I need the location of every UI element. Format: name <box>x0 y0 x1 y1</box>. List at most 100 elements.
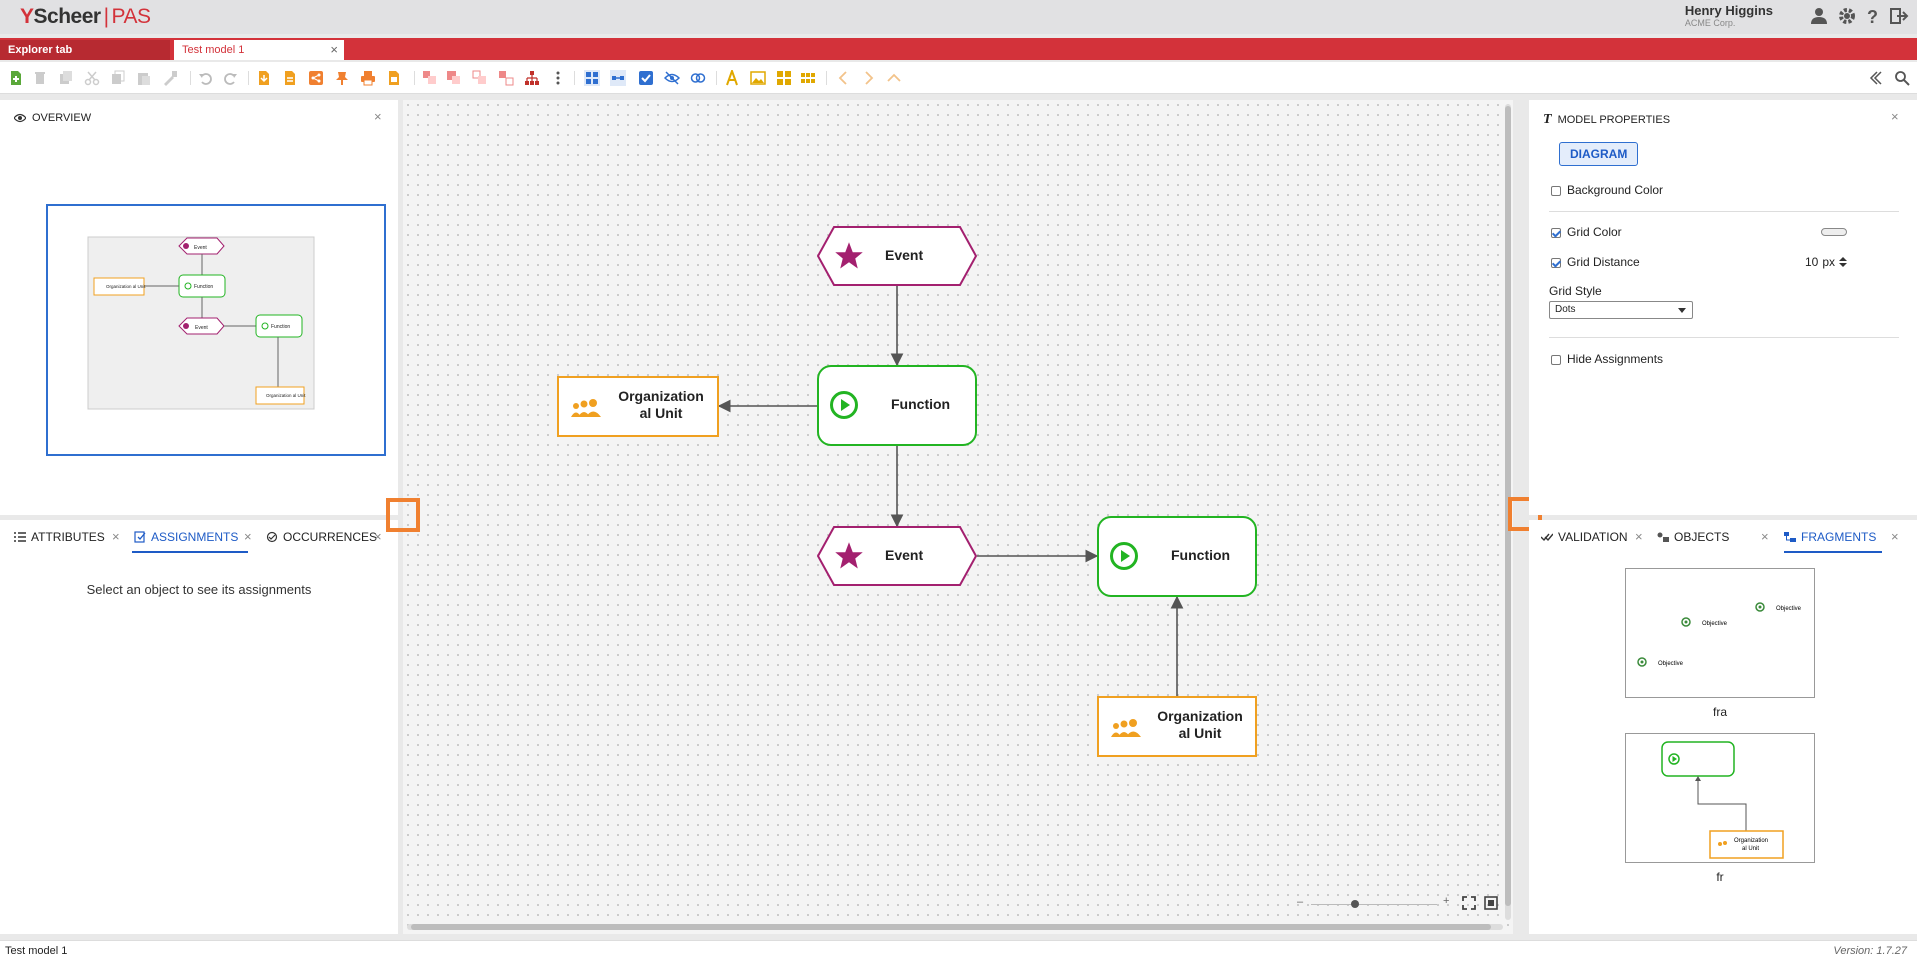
align-center-icon[interactable] <box>472 70 488 86</box>
tab-occurrences[interactable]: OCCURRENCES <box>266 530 377 544</box>
tab-objects[interactable]: OBJECTS <box>1657 530 1729 544</box>
duplicate-icon[interactable] <box>58 70 74 86</box>
play-circle-icon <box>1110 542 1138 570</box>
event-label: Event <box>885 547 924 563</box>
occurrences-icon <box>266 531 278 543</box>
zoom-track[interactable] <box>1311 904 1437 905</box>
copy-icon[interactable] <box>110 70 126 86</box>
arrow-up-icon[interactable] <box>886 70 902 86</box>
model-properties-close-icon[interactable]: × <box>1891 109 1899 124</box>
people-group-icon <box>1111 719 1141 737</box>
logout-icon[interactable] <box>1889 6 1909 26</box>
connector-icon[interactable] <box>610 70 626 86</box>
function-node-2[interactable]: Function <box>1097 516 1257 597</box>
user-info[interactable]: Henry Higgins ACME Corp. <box>1685 3 1773 28</box>
grid-distance-row[interactable]: Grid Distance <box>1551 255 1640 269</box>
link-icon[interactable] <box>690 70 706 86</box>
occurrences-close-icon[interactable]: × <box>374 529 382 544</box>
event-node-2[interactable]: Event <box>817 526 977 586</box>
diagram-canvas[interactable]: Event Function Organization al Unit Even… <box>403 100 1513 934</box>
event-node-1[interactable]: Event <box>817 226 977 286</box>
hide-eye-icon[interactable] <box>664 70 680 86</box>
grid-view-icon[interactable] <box>584 70 600 86</box>
objects-close-icon[interactable]: × <box>1761 529 1769 544</box>
collapse-panels-icon[interactable] <box>1868 70 1884 86</box>
overview-close-icon[interactable]: × <box>374 109 382 124</box>
new-file-icon[interactable] <box>8 70 24 86</box>
search-icon[interactable] <box>1894 70 1910 86</box>
grid-distance-stepper[interactable]: 10 px <box>1805 255 1848 269</box>
horizontal-scrollbar[interactable] <box>407 924 1503 930</box>
stepper-arrows-icon[interactable] <box>1839 256 1848 268</box>
hide-assignments-row[interactable]: Hide Assignments <box>1551 352 1663 366</box>
align-left-icon[interactable] <box>422 70 438 86</box>
overview-viewport[interactable]: Event Function Organization al Unit Even… <box>46 204 386 456</box>
format-painter-icon[interactable] <box>162 70 178 86</box>
fullscreen-icon[interactable] <box>1462 896 1476 910</box>
delete-icon[interactable] <box>32 70 48 86</box>
model-properties-title-text: MODEL PROPERTIES <box>1557 114 1671 126</box>
export-icon[interactable] <box>282 70 298 86</box>
tab-attributes[interactable]: ATTRIBUTES <box>14 530 105 544</box>
org-unit-node-2[interactable]: Organization al Unit <box>1097 696 1257 757</box>
org-unit-node-1[interactable]: Organization al Unit <box>557 376 719 437</box>
grid-color-row[interactable]: Grid Color <box>1551 225 1622 239</box>
attributes-close-icon[interactable]: × <box>112 529 120 544</box>
org-unit-label-line1: Organization <box>618 388 704 404</box>
validate-check-icon[interactable] <box>638 70 654 86</box>
left-splitter-handle[interactable] <box>386 498 420 532</box>
diagram-tab-button[interactable]: DIAGRAM <box>1559 142 1639 166</box>
pin-icon[interactable] <box>334 70 350 86</box>
help-icon[interactable]: ? <box>1863 6 1883 26</box>
function-node-1[interactable]: Function <box>817 365 977 446</box>
fragments-close-icon[interactable]: × <box>1891 529 1899 544</box>
user-icon[interactable] <box>1809 6 1829 26</box>
export-image-icon[interactable] <box>386 70 402 86</box>
grid-color-checkbox[interactable] <box>1551 227 1561 238</box>
image-icon[interactable] <box>750 70 766 86</box>
paste-icon[interactable] <box>136 70 152 86</box>
validation-close-icon[interactable]: × <box>1635 529 1643 544</box>
text-icon[interactable] <box>724 70 740 86</box>
zoom-out-button[interactable]: – <box>1297 896 1304 908</box>
horizontal-scrollbar-thumb[interactable] <box>411 924 1491 930</box>
cut-icon[interactable] <box>84 70 100 86</box>
background-color-checkbox[interactable] <box>1551 185 1561 196</box>
hierarchy-layout-icon[interactable] <box>524 70 540 86</box>
status-version: Version: 1.7.27 <box>1833 945 1907 957</box>
redo-icon[interactable] <box>222 70 238 86</box>
distribute-icon[interactable] <box>498 70 514 86</box>
fragment-thumbnail[interactable]: Objective Objective Objective <box>1625 568 1815 698</box>
fit-to-screen-icon[interactable] <box>1484 896 1498 910</box>
mini-org-1: Organization al Unit <box>93 277 146 296</box>
more-vertical-icon[interactable] <box>550 70 566 86</box>
event-shape <box>817 526 977 586</box>
tab-close-icon[interactable]: × <box>330 42 338 57</box>
tab-assignments[interactable]: ASSIGNMENTS <box>134 530 238 544</box>
tab-fragments[interactable]: FRAGMENTS <box>1784 530 1876 544</box>
assignments-close-icon[interactable]: × <box>244 529 252 544</box>
hide-assignments-checkbox[interactable] <box>1551 354 1561 365</box>
grid-style-select[interactable]: Dots <box>1549 301 1693 319</box>
table-icon[interactable] <box>776 70 792 86</box>
gear-icon[interactable] <box>1837 6 1857 26</box>
grid-distance-checkbox[interactable] <box>1551 257 1561 268</box>
tab-explorer[interactable]: Explorer tab <box>0 40 170 60</box>
lane-icon[interactable] <box>800 70 816 86</box>
share-icon[interactable] <box>308 70 324 86</box>
app-logo[interactable]: YScheer|PAS <box>20 5 151 29</box>
arrow-right-icon[interactable] <box>860 70 876 86</box>
import-icon[interactable] <box>256 70 272 86</box>
zoom-in-button[interactable]: + <box>1443 895 1450 907</box>
align-right-icon[interactable] <box>446 70 462 86</box>
tab-test-model[interactable]: Test model 1 × <box>174 40 344 60</box>
print-icon[interactable] <box>360 70 376 86</box>
tab-validation[interactable]: VALIDATION <box>1541 530 1628 544</box>
zoom-slider-handle[interactable] <box>1351 900 1360 908</box>
fragment-thumbnail[interactable]: Organization al Unit <box>1625 733 1815 863</box>
undo-icon[interactable] <box>198 70 214 86</box>
tab-explorer-label: Explorer tab <box>8 44 73 56</box>
background-color-row[interactable]: Background Color <box>1551 183 1663 197</box>
arrow-left-icon[interactable] <box>836 70 852 86</box>
grid-color-swatch[interactable] <box>1821 228 1847 236</box>
